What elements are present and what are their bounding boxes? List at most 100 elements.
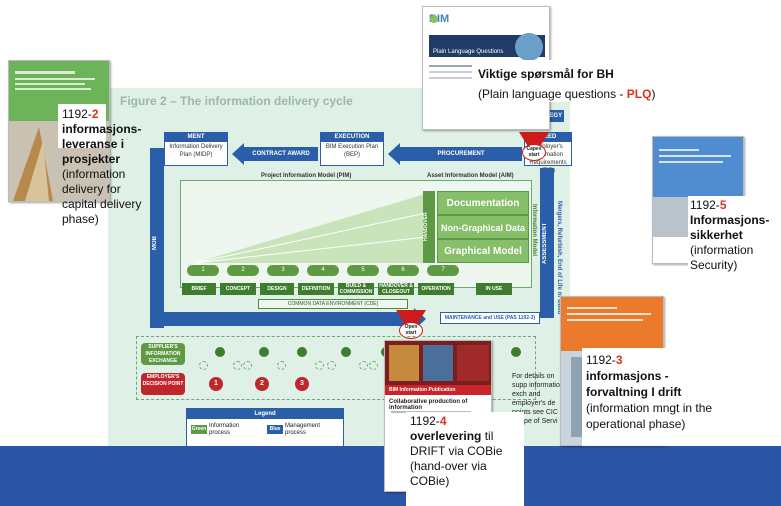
- stage-1: 1: [187, 265, 219, 276]
- stage-name-concept: CONCEPT: [220, 283, 256, 295]
- information-delivery-cycle-diagram: Figure 2 – The information delivery cycl…: [108, 88, 572, 453]
- exchange-point-4: [341, 347, 351, 357]
- doc-1192-5-title: Informasjons-sikkerhet: [690, 213, 770, 242]
- stage-name-operation: OPERATION: [418, 283, 454, 295]
- decision-point-2: 2: [255, 377, 269, 391]
- exchange-loop: [277, 361, 286, 370]
- cde-bar: COMMON DATA ENVIRONMENT (CDE): [258, 299, 408, 309]
- decision-point-1: 1: [209, 377, 223, 391]
- plq-desc-prefix: (Plain language questions -: [478, 87, 627, 101]
- doc-1192-4-label: 1192-4 overlevering til DRIFT via COBie …: [410, 414, 526, 489]
- figure-title: Figure 2 – The information delivery cycl…: [120, 94, 353, 108]
- doc-1192-5-description: (information Security): [690, 243, 754, 272]
- doc-1192-2-prefix: 1192-: [62, 107, 92, 121]
- doc-1192-5-prefix: 1192-: [690, 198, 720, 212]
- exchange-loop: [369, 361, 378, 370]
- doc-1192-3-description: (information mngt in the operational pha…: [586, 401, 713, 431]
- exchange-point-1: [215, 347, 225, 357]
- doc-1192-2-number: 2: [91, 107, 99, 121]
- doc-1192-4-prefix: 1192-: [410, 414, 440, 428]
- assessment-band: ASSESSMENT: [540, 168, 554, 318]
- doc-1192-5-label-bg: [688, 196, 774, 286]
- exchange-loop: [199, 361, 208, 370]
- non-graphical-block: Non-Graphical Data: [437, 215, 529, 239]
- plq-highlight: PLQ: [626, 87, 652, 101]
- graphical-block: Graphical Model: [437, 239, 529, 263]
- procurement-arrow: PROCUREMENT: [400, 147, 522, 161]
- pim-label: Project Information Model (PIM): [261, 173, 352, 179]
- information-model-label: Information Model: [531, 204, 537, 256]
- exchange-point-3: [297, 347, 307, 357]
- exchange-point-6: [511, 347, 521, 357]
- stage-name-build: BUILD & COMMISSION: [338, 283, 374, 295]
- exchange-loop: [243, 361, 252, 370]
- right-vertical-label: Mergers, Refurbish, End of Life or Build: [556, 201, 562, 315]
- plq-label: Viktige spørsmål for BH (Plain language …: [478, 64, 708, 104]
- doc-1192-4-number: 4: [439, 414, 447, 428]
- midp-box: MENT Information Delivery Plan (MIDP): [164, 132, 228, 166]
- doc-1192-4-title: overlevering: [410, 429, 482, 443]
- doc-1192-3-label-bg: [582, 348, 712, 446]
- plq-desc-suffix: ): [651, 87, 656, 101]
- stage-name-design: DESIGN: [260, 283, 294, 295]
- maintenance-box: MAINTENANCE and USE (PAS 1192-3): [440, 312, 540, 324]
- doc-1192-5-number: 5: [719, 198, 727, 212]
- contract-award-arrowhead: [232, 143, 244, 165]
- doc-1192-4-thumb-header: BIM Information Publication: [389, 387, 456, 393]
- doc-1192-5-label: 1192-5 Informasjons-sikkerhet (informati…: [690, 198, 780, 273]
- stage-6: 6: [387, 265, 419, 276]
- doc-1192-2-label-bg: [58, 104, 106, 148]
- procurement-arrowhead: [388, 143, 400, 165]
- midp-text: Information Delivery Plan (MIDP): [169, 144, 223, 158]
- doc-1192-4-thumb-sub: Collaborative production of information: [389, 399, 468, 411]
- exchange-loop: [327, 361, 336, 370]
- plq-title: Viktige spørsmål for BH: [478, 67, 614, 81]
- doc-1192-3-title: informasjons -forvaltning I drift: [586, 369, 682, 399]
- pim-growth-wedge: [194, 191, 436, 264]
- doc-1192-4-label-bg: [406, 412, 524, 506]
- pim-aim-area: Project Information Model (PIM) Asset In…: [180, 173, 537, 288]
- stage-3: 3: [267, 265, 299, 276]
- stage-7: 7: [427, 265, 459, 276]
- plq-label-bg: [472, 60, 702, 102]
- stage-name-definition: DEFINITION: [298, 283, 334, 295]
- documentation-block: Documentation: [437, 191, 529, 215]
- supplier-exchange-label: SUPPLIER'S INFORMATION EXCHANGE: [141, 343, 185, 365]
- legend-title: Legend: [187, 409, 343, 419]
- legend-blue-chip: Blue: [267, 425, 283, 434]
- execution-caption: EXECUTION: [321, 133, 383, 142]
- lower-flow-band: [164, 312, 414, 326]
- execution-text: BIM Execution Plan (BEP): [325, 144, 379, 158]
- mobilisation-band: MOB: [150, 148, 164, 328]
- stage-name-brief: BRIEF: [182, 283, 216, 295]
- legend-green-chip: Green: [191, 425, 207, 434]
- details-note: For details on supp information exch and…: [512, 373, 564, 425]
- employer-decision-label: EMPLOYER'S DECISION POINT: [141, 373, 185, 395]
- handover-band: HANDOVER: [423, 191, 435, 263]
- open-start-label: Open start: [399, 322, 423, 339]
- stage-5: 5: [347, 265, 379, 276]
- assessment-label: ASSESSMENT: [542, 222, 548, 264]
- stage-name-handover: HANDOVER & CLOSEOUT: [378, 283, 414, 295]
- legend-blue-text: Management process: [285, 423, 321, 436]
- legend-green-text: Information process: [209, 423, 240, 436]
- doc-1192-3-number: 3: [615, 353, 623, 367]
- doc-1192-4-description: (hand-over via COBie): [410, 459, 487, 488]
- doc-1192-2-description: (information delivery for capital delive…: [62, 167, 142, 226]
- exchange-loop: [315, 361, 324, 370]
- exchange-loop: [233, 361, 242, 370]
- midp-caption: MENT: [165, 133, 227, 142]
- doc-1192-2-label: 1192-2 informasjons-leveranse i prosjekt…: [62, 107, 158, 227]
- doc-1192-3-label: 1192-3 informasjons -forvaltning I drift…: [586, 352, 714, 432]
- plq-thumb-title: Plain Language Questions: [433, 49, 504, 55]
- stage-2: 2: [227, 265, 259, 276]
- contract-award-arrow: CONTRACT AWARD: [244, 147, 318, 161]
- legend: Legend Green Information process Blue Ma…: [186, 408, 344, 448]
- doc-1192-4-cover-art: [385, 341, 491, 413]
- aim-label: Asset Information Model (AIM): [427, 173, 514, 179]
- stage-name-in-use: IN USE: [476, 283, 512, 295]
- doc-1192-3-prefix: 1192-: [586, 353, 616, 367]
- exchange-point-2: [259, 347, 269, 357]
- capex-start-label: Capex start: [522, 144, 546, 161]
- doc-1192-2-title: informasjons-leveranse i prosjekter: [62, 122, 142, 166]
